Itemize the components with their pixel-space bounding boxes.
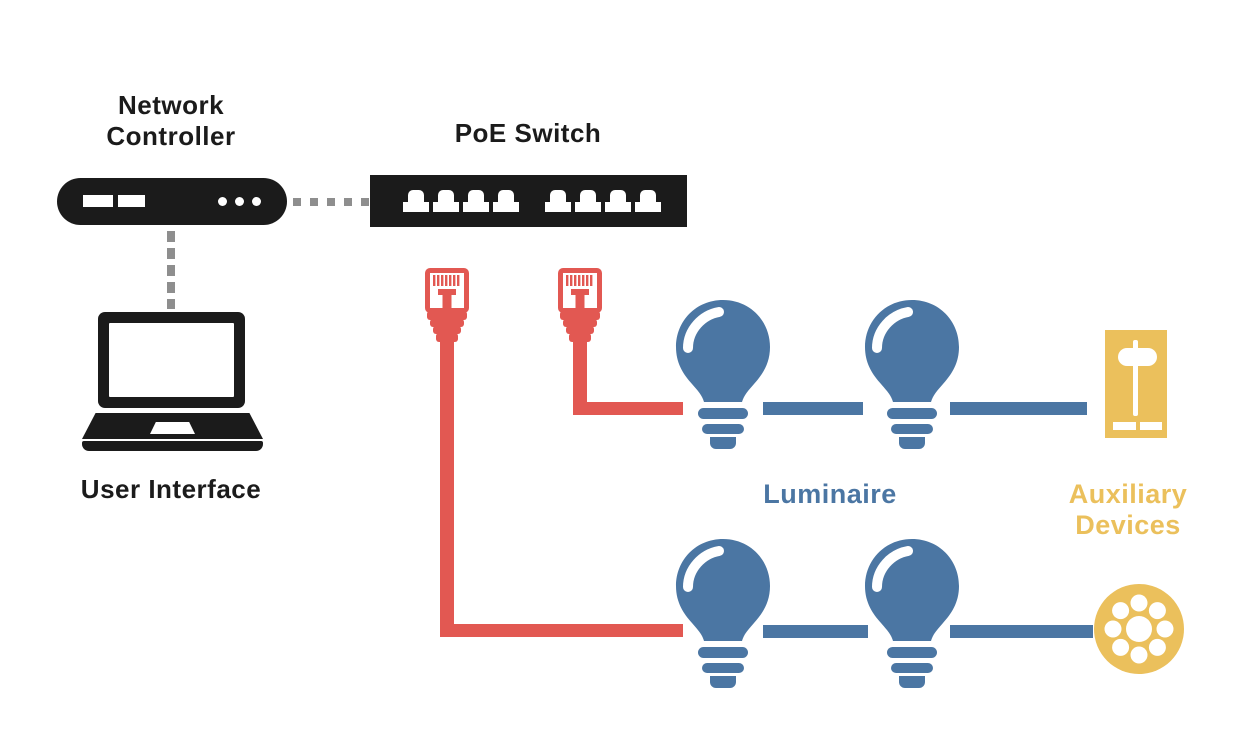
- poe-switch-icon: [370, 175, 687, 227]
- luminaire-link-segment: [950, 402, 1087, 415]
- controller-dot: [235, 197, 244, 206]
- slider-handle: [1118, 348, 1157, 366]
- luminaire-link-segment: [763, 625, 868, 638]
- network-controller-icon: [57, 178, 287, 225]
- ethernet-cable-segment: [440, 624, 683, 637]
- ethernet-cable-segment: [573, 402, 683, 415]
- switch-port: [403, 190, 429, 212]
- switch-port: [545, 190, 571, 212]
- controller-led-bar: [83, 195, 113, 207]
- slider-track: [1133, 340, 1138, 416]
- laptop-touchpad-notch: [150, 422, 195, 434]
- slider-dash: [1140, 422, 1162, 430]
- user-interface-label: User Interface: [80, 474, 262, 504]
- auxiliary-devices-label: Auxiliary Devices: [1068, 479, 1188, 540]
- laptop-icon: [98, 312, 245, 408]
- switch-port: [605, 190, 631, 212]
- controller-led-bar: [118, 195, 145, 207]
- light-bulb-icon: [673, 537, 773, 689]
- slider-device-icon: [1105, 330, 1167, 438]
- switch-port: [635, 190, 661, 212]
- rj45-connector-icon: [425, 268, 469, 348]
- switch-port: [493, 190, 519, 212]
- ethernet-cable-segment: [573, 344, 587, 415]
- laptop-base: [82, 441, 263, 451]
- laptop-screen: [109, 323, 234, 397]
- speaker-device-icon: [1094, 584, 1184, 674]
- light-bulb-icon: [862, 537, 962, 689]
- light-bulb-icon: [862, 298, 962, 450]
- switch-port: [433, 190, 459, 212]
- controller-to-switch-dotted-link: [293, 198, 369, 206]
- rj45-connector-icon: [558, 268, 602, 348]
- switch-ports: [403, 190, 661, 212]
- luminaire-link-segment: [763, 402, 863, 415]
- controller-to-laptop-dotted-link: [167, 231, 175, 309]
- network-controller-label: Network Controller: [106, 90, 236, 151]
- switch-port: [575, 190, 601, 212]
- switch-port: [463, 190, 489, 212]
- luminaire-label: Luminaire: [763, 479, 897, 509]
- light-bulb-icon: [673, 298, 773, 450]
- ethernet-cable-segment: [440, 344, 454, 637]
- slider-dash: [1113, 422, 1136, 430]
- controller-dot: [252, 197, 261, 206]
- luminaire-link-segment: [950, 625, 1093, 638]
- laptop-keyboard-deck: [82, 413, 263, 439]
- controller-dot: [218, 197, 227, 206]
- poe-switch-label: PoE Switch: [454, 118, 602, 148]
